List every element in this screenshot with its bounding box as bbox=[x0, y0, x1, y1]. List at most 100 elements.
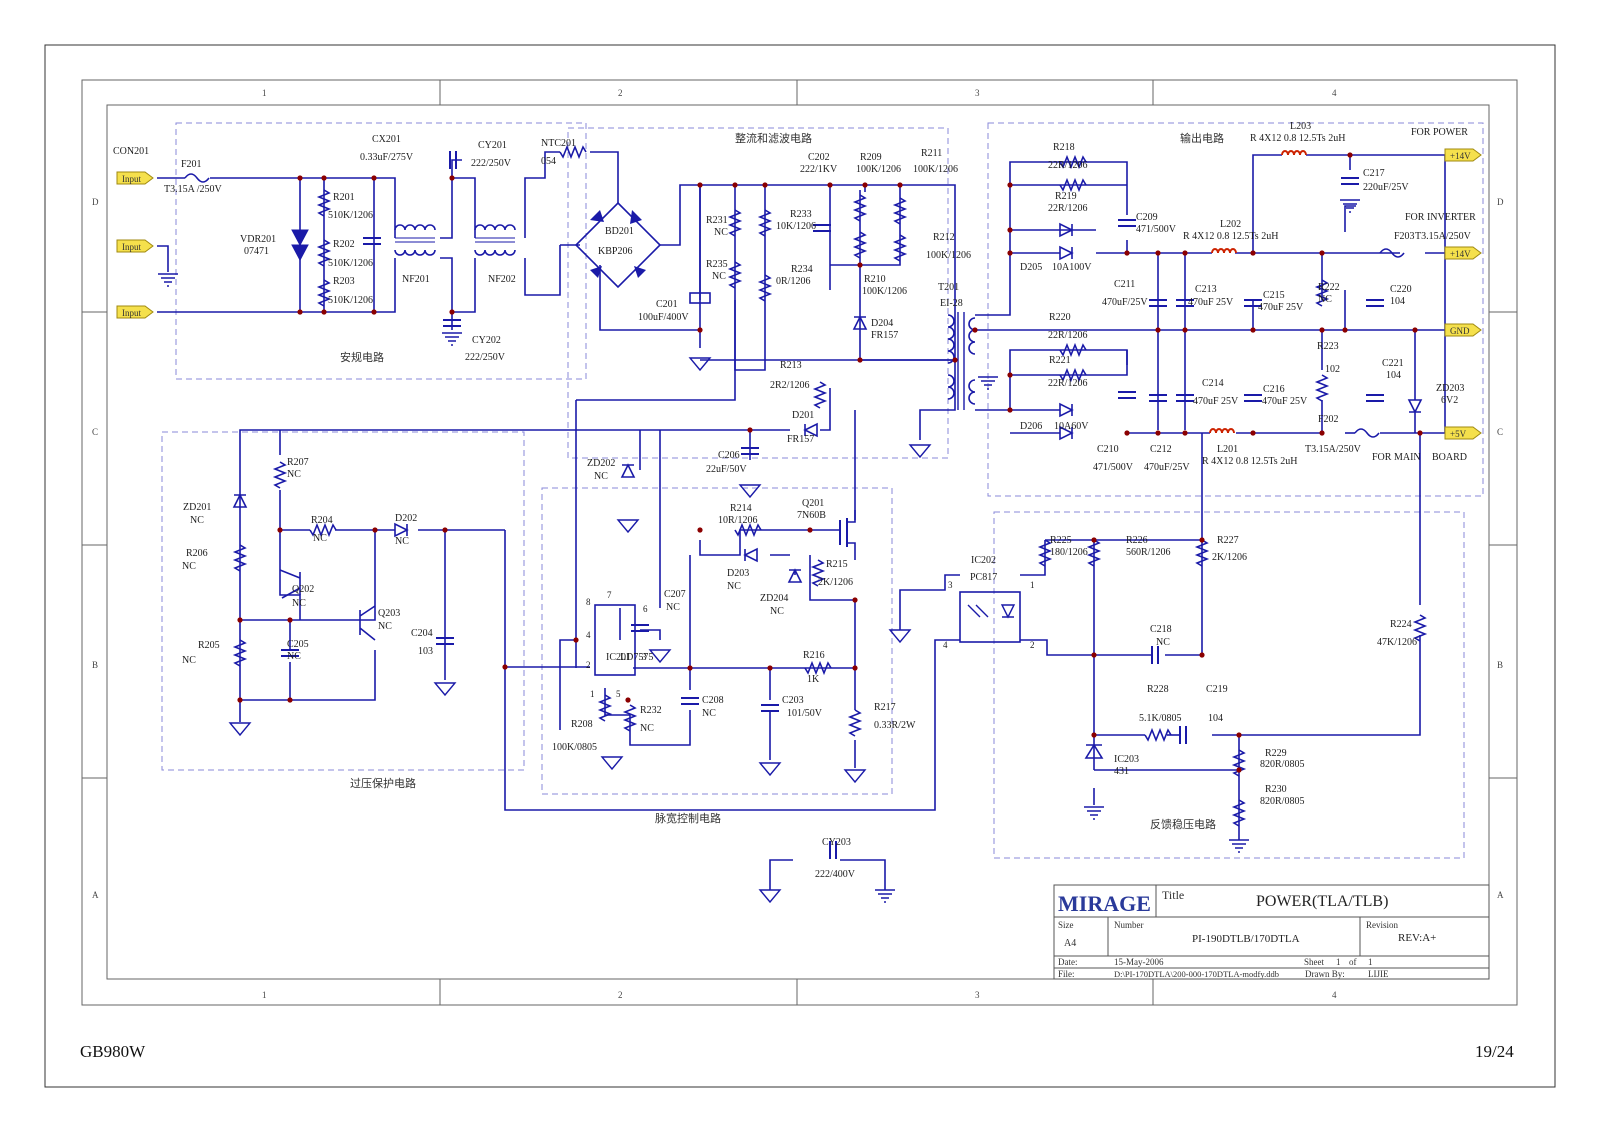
label-r211v: 100K/1206 bbox=[913, 164, 958, 175]
label-d206: D206 bbox=[1020, 421, 1042, 432]
pin-number: 8 bbox=[586, 597, 591, 607]
label-c203: C203 bbox=[782, 695, 804, 706]
number-label: Number bbox=[1114, 920, 1144, 930]
diode bbox=[743, 547, 758, 563]
label-c201v: 100uF/400V bbox=[638, 312, 689, 323]
port-flag bbox=[116, 239, 154, 253]
label-r226v: 560R/1206 bbox=[1126, 547, 1170, 558]
wire bbox=[1096, 240, 1128, 254]
label-r206: R206 bbox=[186, 548, 208, 559]
port-text: GND bbox=[1450, 326, 1470, 336]
port-text: Input bbox=[122, 242, 141, 252]
optocoupler-symbols bbox=[967, 604, 1016, 619]
label-cx201: CX201 bbox=[372, 134, 401, 145]
port-text: +5V bbox=[1450, 429, 1467, 439]
pin-number: 4 bbox=[943, 640, 948, 650]
label-r208: R208 bbox=[571, 719, 593, 730]
resistor bbox=[622, 704, 638, 732]
label-r207: R207 bbox=[287, 457, 309, 468]
mosfet-leads bbox=[810, 510, 856, 560]
resistor bbox=[757, 209, 773, 237]
title-label: Title bbox=[1162, 888, 1184, 902]
junction-dot bbox=[762, 182, 768, 188]
transformer-primary bbox=[947, 314, 955, 400]
junction-dot bbox=[277, 527, 283, 533]
label-ic203v: 431 bbox=[1114, 766, 1129, 777]
junction-dot bbox=[371, 175, 377, 181]
resistor bbox=[1037, 539, 1053, 567]
diode bbox=[1059, 402, 1074, 418]
port-p14a: +14V bbox=[1444, 148, 1482, 162]
label-d205: D205 bbox=[1020, 262, 1042, 273]
wire bbox=[559, 639, 576, 730]
resistor bbox=[309, 522, 337, 538]
pin-number: 2 bbox=[1030, 640, 1035, 650]
resistor bbox=[1231, 799, 1247, 827]
label-ntc: NTC201 bbox=[541, 138, 576, 149]
resistor bbox=[727, 261, 743, 289]
resistor bbox=[727, 209, 743, 237]
zone-col-label-top: 1 bbox=[262, 88, 267, 98]
resistor bbox=[1059, 177, 1087, 193]
junction-dot bbox=[1236, 767, 1242, 773]
diode bbox=[1059, 222, 1074, 238]
ground-symbol bbox=[600, 756, 624, 771]
wire bbox=[604, 688, 630, 716]
junction-dot bbox=[1155, 327, 1161, 333]
junction-dot bbox=[449, 175, 455, 181]
optocoupler-body bbox=[959, 591, 1021, 643]
label-r209v: 100K/1206 bbox=[856, 164, 901, 175]
junction-dot bbox=[1319, 327, 1325, 333]
inductor bbox=[1281, 150, 1307, 156]
label-c219v: 104 bbox=[1208, 713, 1223, 724]
label-c213v: 470uF 25V bbox=[1188, 297, 1234, 308]
port-gnd: GND bbox=[1444, 323, 1482, 337]
junction-dot bbox=[502, 664, 508, 670]
label-bd: BD201 bbox=[605, 226, 634, 237]
label-d205v: 10A100V bbox=[1052, 262, 1092, 273]
label-nf201: NF201 bbox=[402, 274, 430, 285]
number-value: PI-190DTLB/170DTLA bbox=[1192, 933, 1300, 945]
label-r212v: 100K/1206 bbox=[926, 250, 971, 261]
port-in3: Input bbox=[116, 305, 154, 319]
junction-dot bbox=[857, 357, 863, 363]
label-c217v: 220uF/25V bbox=[1363, 182, 1409, 193]
logo-mirage: MIRAGE bbox=[1058, 891, 1151, 916]
label-cy202: CY202 bbox=[472, 335, 501, 346]
junction-dot bbox=[1007, 407, 1013, 413]
junction-dot bbox=[687, 665, 693, 671]
label-f202: F202 bbox=[1318, 414, 1339, 425]
wire bbox=[1093, 655, 1145, 736]
date-value: 15-May-2006 bbox=[1114, 957, 1164, 967]
wire bbox=[590, 151, 619, 203]
label-d202: D202 bbox=[395, 513, 417, 524]
label-zd204v: NC bbox=[770, 606, 784, 617]
label-r202v: 510K/1206 bbox=[328, 258, 373, 269]
choke-coil bbox=[474, 249, 516, 256]
junction-dot bbox=[371, 309, 377, 315]
label-r201v: 510K/1206 bbox=[328, 210, 373, 221]
ground-symbol bbox=[1340, 199, 1360, 213]
label-t201v: EI-28 bbox=[940, 298, 963, 309]
label-r221v: 22R/1206 bbox=[1048, 378, 1087, 389]
junction-dot bbox=[573, 637, 579, 643]
label-zd203: ZD203 bbox=[1436, 383, 1464, 394]
ground-symbol bbox=[158, 273, 178, 287]
junction-dot bbox=[1199, 537, 1205, 543]
label-c216: C216 bbox=[1263, 384, 1285, 395]
label-c209: C209 bbox=[1136, 212, 1158, 223]
resistor bbox=[734, 522, 762, 538]
label-r207v: NC bbox=[287, 469, 301, 480]
label-r213: R213 bbox=[780, 360, 802, 371]
junction-dot bbox=[297, 309, 303, 315]
wire bbox=[440, 257, 476, 313]
label-q203v: NC bbox=[378, 621, 392, 632]
junction-dot bbox=[697, 527, 703, 533]
label-r231v: NC bbox=[714, 227, 728, 238]
label-r227: R227 bbox=[1217, 535, 1239, 546]
transistor-q203 bbox=[359, 605, 376, 641]
junction-dot bbox=[321, 309, 327, 315]
label-r228v: 5.1K/0805 bbox=[1139, 713, 1182, 724]
